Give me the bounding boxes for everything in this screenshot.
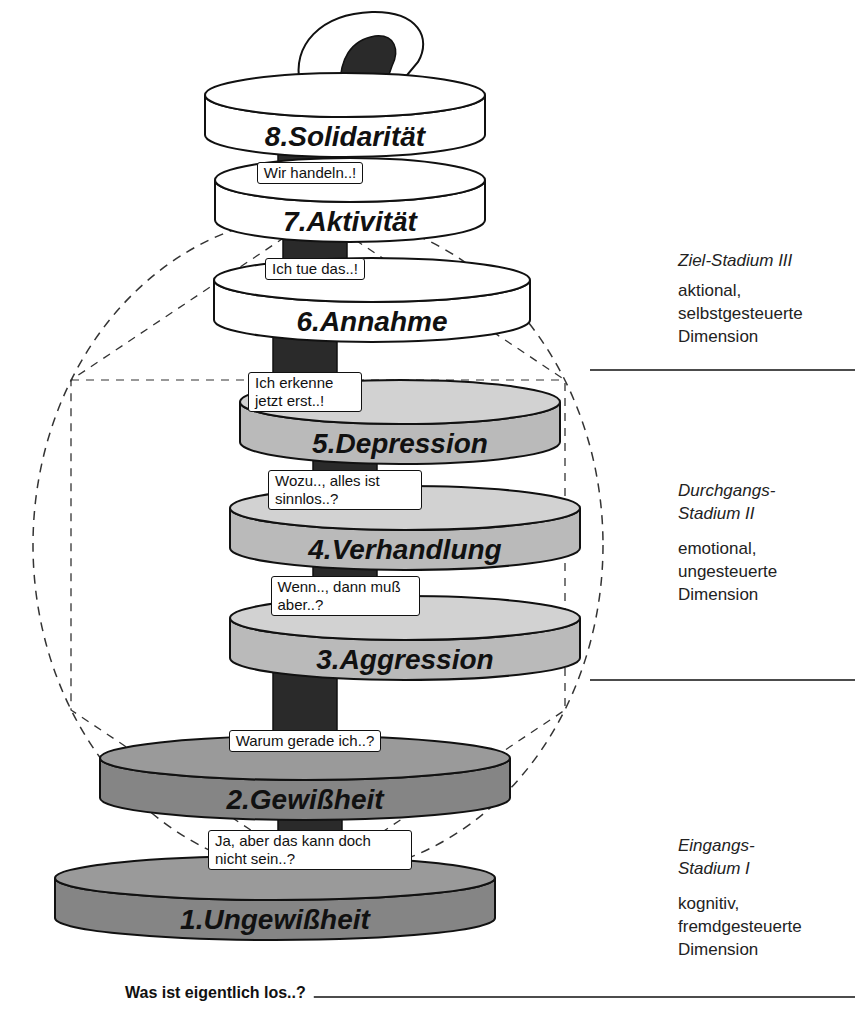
bottom-question: Was ist eigentlich los..?: [125, 983, 306, 1003]
ring-top: [230, 596, 580, 640]
quote-tag: Wir handeln..!: [257, 162, 364, 184]
stage-name: 5.Depression: [312, 429, 488, 459]
ring-top: [214, 258, 530, 302]
ring-top: [205, 73, 485, 117]
quote-tag: Wenn.., dann muß aber..?: [271, 576, 420, 616]
stage-heading: Eingangs- Stadium I: [678, 834, 810, 880]
stage-description: emotional, ungesteuerte Dimension: [678, 537, 810, 606]
stage-description: kognitiv, fremdgesteuerte Dimension: [678, 892, 810, 961]
quote-tag: Warum gerade ich..?: [229, 730, 382, 752]
stage-description: aktional, selbstgesteuerte Dimension: [678, 279, 810, 348]
label-holder: Durchgangs- Stadium II: [678, 479, 810, 525]
stage-name: 6.Annahme: [297, 307, 448, 337]
stage-name: 2.Gewißheit: [226, 785, 383, 815]
dashed-hexagon: [71, 215, 565, 875]
stage-name: 8.Solidarität: [265, 122, 425, 152]
ring-top: [240, 380, 560, 424]
stage-heading: Ziel-Stadium III: [678, 249, 810, 272]
spiral-ring: 3.AggressionWarum gerade ich..?: [226, 592, 584, 752]
ring-top: [230, 486, 580, 530]
stage-divider: [590, 369, 855, 371]
label-holder: kognitiv, fremdgesteuerte Dimension: [678, 892, 810, 961]
ring-top: [100, 736, 510, 780]
quote-tag: Ich tue das..!: [265, 258, 365, 280]
spiral-ring: 2.GewißheitJa, aber das kann doch nicht …: [96, 732, 514, 870]
label-holder: Was ist eigentlich los..?: [125, 983, 306, 1003]
stage-name: 4.Verhandlung: [308, 535, 501, 565]
stage-name: 7.Aktivität: [283, 207, 417, 237]
stage-divider: [590, 679, 855, 681]
label-holder: aktional, selbstgesteuerte Dimension: [678, 279, 810, 348]
ring-top: [55, 856, 495, 900]
quote-tag: Ich erkenne jetzt erst..!: [248, 372, 362, 412]
label-holder: Eingangs- Stadium I: [678, 834, 810, 880]
dashed-circle: [33, 215, 603, 875]
ring-top: [215, 158, 485, 202]
label-holder: emotional, ungesteuerte Dimension: [678, 537, 810, 606]
quote-tag: Wozu.., alles ist sinnlos..?: [268, 470, 422, 510]
stage-name: 1.Ungewißheit: [180, 905, 370, 935]
stage-name: 3.Aggression: [316, 645, 493, 675]
quote-tag: Ja, aber das kann doch nicht sein..?: [208, 830, 412, 870]
stage-heading: Durchgangs- Stadium II: [678, 479, 810, 525]
stage-divider: [314, 996, 855, 998]
label-holder: Ziel-Stadium III: [678, 249, 810, 272]
